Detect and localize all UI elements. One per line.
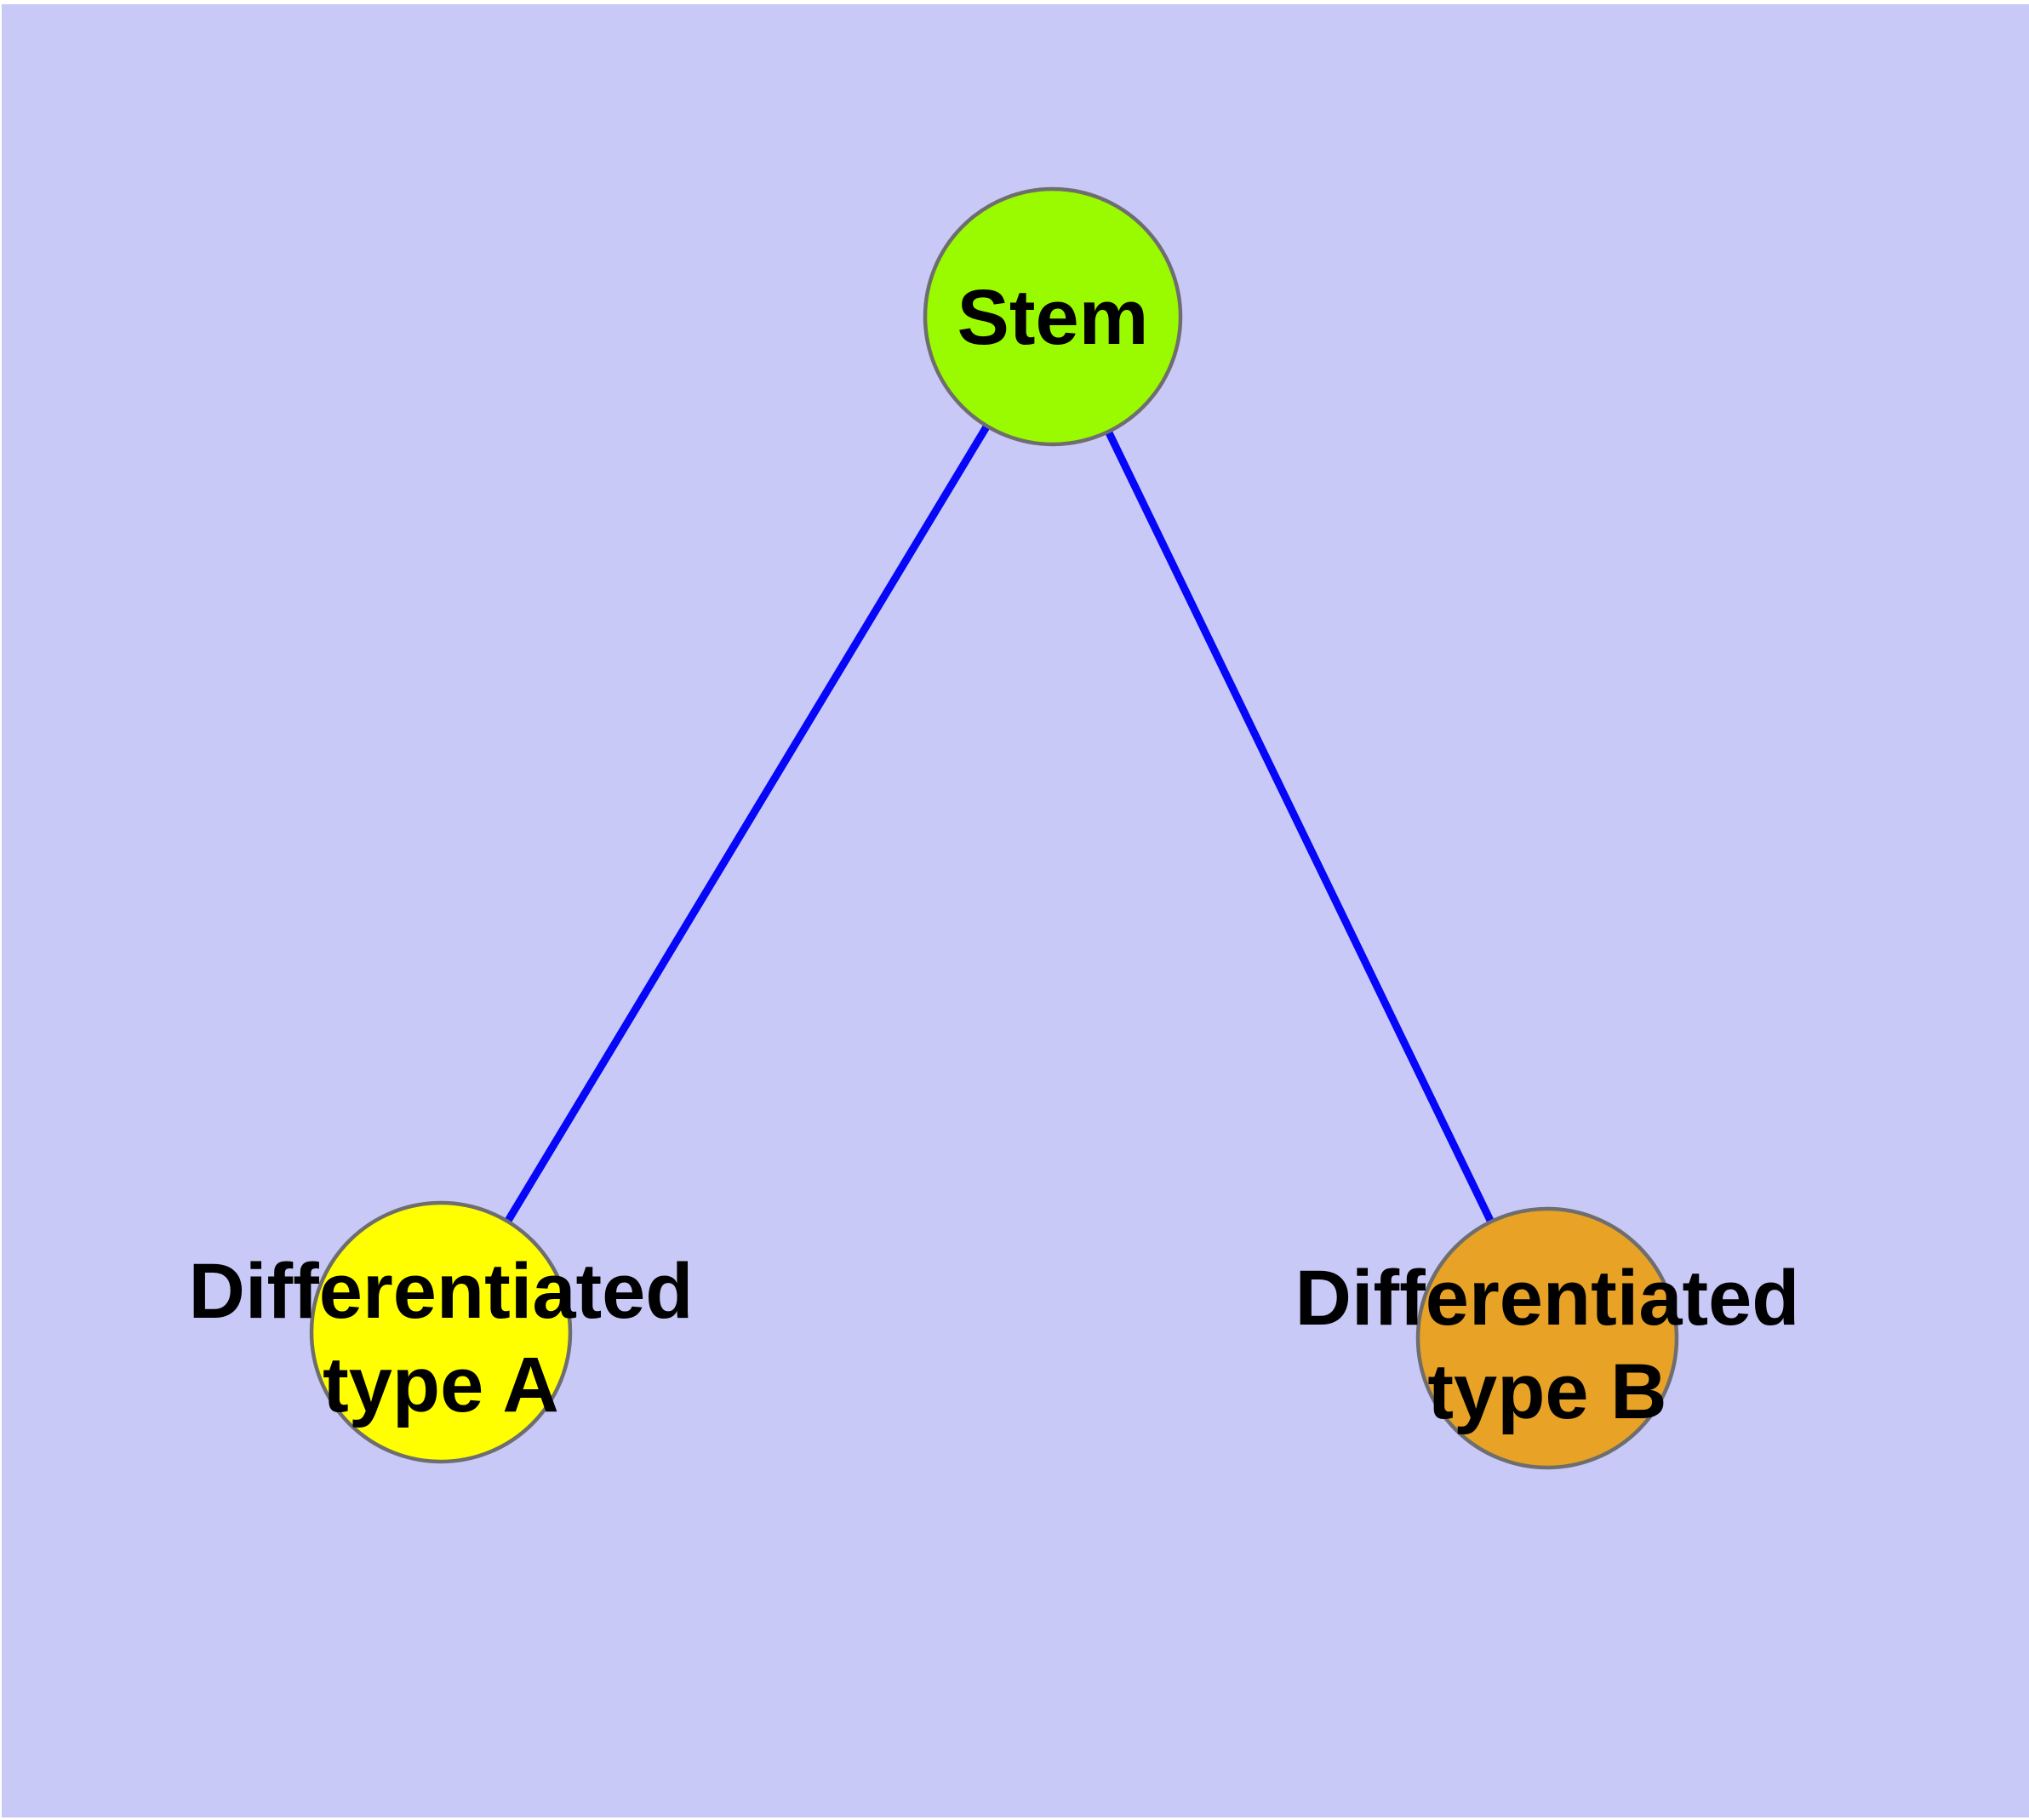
edges-layer [437,314,1552,1340]
node-differentiated-type-a-label-line1: Differentiated [189,1248,694,1335]
edge-stem-to-type-a [437,314,1056,1335]
node-differentiated-type-b-label-line1: Differentiated [1295,1255,1800,1342]
node-differentiated-type-b-label-line2: type B [1427,1348,1666,1435]
nodes-layer [309,186,1679,1470]
node-differentiated-type-b-circle [1415,1206,1679,1470]
labels-layer: Stem Differentiated type A Differentiate… [189,274,1800,1435]
edge-stem-to-type-b [1049,315,1552,1340]
node-differentiated-type-a-label-line2: type A [323,1342,559,1428]
node-stem-circle [923,186,1183,447]
node-stem-label: Stem [957,274,1149,361]
node-differentiated-type-a-circle [309,1200,573,1464]
